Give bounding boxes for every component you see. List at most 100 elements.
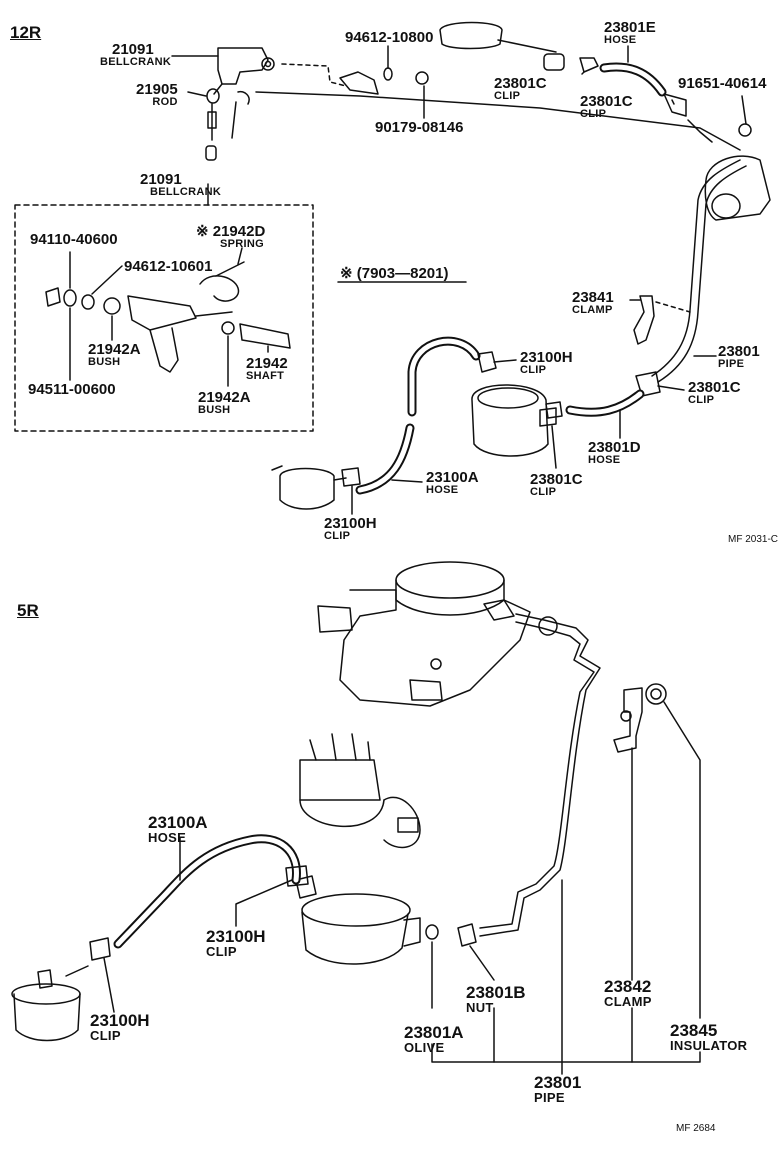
carburetor-top	[704, 155, 771, 221]
air-cleaner-cap	[439, 21, 503, 50]
pipe-fitting	[543, 53, 565, 71]
clip-23100h-4	[89, 937, 111, 961]
hose-5r-inner	[115, 836, 299, 947]
clip-23100h-3	[285, 865, 309, 887]
filter-inlet	[271, 465, 283, 471]
leader-cap	[497, 39, 557, 53]
leader-23801c2	[671, 99, 675, 105]
leader-23801c1	[581, 71, 585, 75]
leader-23845	[663, 701, 701, 1019]
distributor	[299, 733, 421, 849]
hose-23801d-inner	[567, 391, 643, 415]
clip-23100h-2	[341, 467, 361, 487]
part-label-90179-08146: 90179-08146	[375, 119, 464, 136]
part-label-94110-40600: 94110-40600	[30, 231, 118, 248]
dashed-link	[281, 63, 347, 87]
bracket-bottom	[431, 1043, 701, 1063]
carburetor-5r	[317, 561, 531, 707]
leader-94612b	[91, 265, 123, 295]
part-label-94511-00600: 94511-00600	[28, 381, 116, 398]
throttle-rod-line	[255, 91, 741, 151]
linkage-arm	[231, 90, 250, 139]
bellcrank-top	[213, 47, 275, 95]
bracket-small	[339, 71, 379, 95]
leader-23801c4	[551, 425, 557, 469]
pipe-stub	[687, 119, 713, 143]
insulator-23845	[645, 683, 667, 705]
leader-21905	[187, 91, 207, 97]
clip-23801c	[663, 93, 687, 117]
nut-23801b	[457, 923, 477, 947]
bolt-90179	[415, 71, 429, 85]
insulator-hole	[650, 688, 662, 700]
olive-23801a	[425, 924, 439, 940]
leader-91651	[741, 95, 747, 125]
detail-box	[14, 204, 314, 432]
hose-loop-inner	[409, 338, 479, 415]
leader-23100h1	[493, 359, 517, 363]
leader-23100h3	[235, 879, 293, 927]
carb-port	[711, 193, 741, 219]
filter-nozzle	[333, 477, 347, 481]
leader-23801c3	[657, 385, 685, 391]
pump-top	[477, 387, 539, 409]
clip-top	[579, 57, 599, 73]
section-label-12r: 12R	[10, 23, 42, 42]
bolt-91651	[738, 123, 752, 137]
bracket-ties	[493, 879, 633, 1075]
leader-23100h4	[103, 957, 115, 1013]
part-label-94612-10601: 94612-10601	[124, 258, 213, 275]
fuel-pump-12r	[471, 384, 549, 457]
clip-23801c-4	[545, 401, 563, 419]
section-label-5r: 5R	[17, 601, 39, 620]
hose-23100a-inner	[357, 425, 413, 493]
detail-parts	[45, 261, 291, 373]
figure-code-bottom: MF 2684	[676, 1123, 716, 1134]
fuel-pipe-23801-a	[651, 159, 741, 377]
fuel-filter-5r	[11, 965, 89, 1042]
leader-21942d	[237, 247, 243, 265]
part-label-91651-40614: 91651-40614	[678, 75, 767, 92]
production-note: ※ (7903—8201)	[340, 265, 449, 282]
hose-23801e-inner	[601, 64, 665, 95]
clamp-23841	[633, 295, 655, 345]
fuel-pipe-5r-b	[479, 621, 595, 929]
leader-23100a1	[391, 479, 423, 483]
leader-23801b	[469, 945, 495, 981]
pipe-nut-carb	[538, 616, 558, 636]
clip-23100h-1	[477, 351, 497, 373]
figure-code-top: MF 2031-C	[728, 534, 779, 545]
washer-94612	[383, 67, 393, 81]
clip-23801c-3	[635, 371, 661, 397]
fuel-filter-12r	[279, 467, 335, 510]
clamp-dash	[655, 301, 691, 313]
part-label-94612-10800: 94612-10800	[345, 29, 434, 46]
clamp-hole	[620, 710, 632, 722]
